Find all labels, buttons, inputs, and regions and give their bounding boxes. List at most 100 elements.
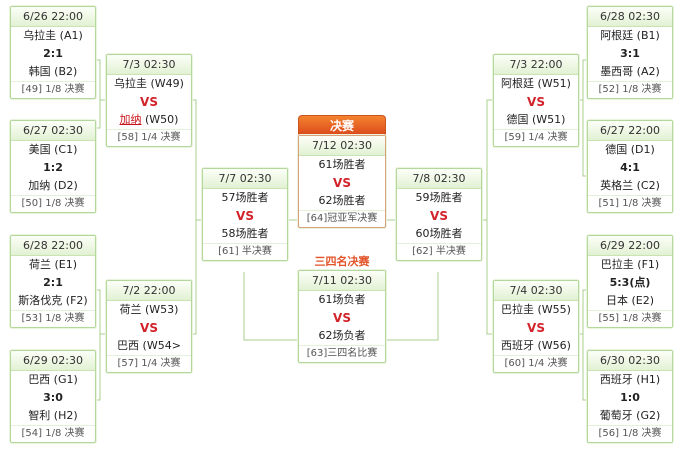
connector-line (582, 59, 587, 177)
team-2: 加纳 (D2) (28, 179, 78, 192)
team-1: 德国 (D1) (605, 143, 655, 156)
match-stage: [55] 1/8 决赛 (588, 310, 672, 327)
team-1: 荷兰 (W53) (119, 303, 179, 316)
team-2: 墨西哥 (A2) (600, 65, 660, 78)
match-date: 7/4 02:30 (494, 281, 578, 301)
match-card-63[interactable]: 7/11 02:30 61场负者 VS 62场负者 [63]三四名比赛 (298, 270, 386, 363)
connector-line (243, 272, 298, 341)
team-2: 葡萄牙 (G2) (599, 409, 661, 422)
match-date: 6/28 02:30 (588, 7, 672, 27)
team-1: 57场胜者 (221, 191, 269, 204)
match-card-54[interactable]: 6/29 02:30 巴西 (G1) 3:0 智利 (H2) [54] 1/8 … (10, 350, 96, 443)
connector-line (96, 59, 101, 129)
team-1: 61场胜者 (318, 158, 366, 171)
team-1: 阿根廷 (B1) (600, 29, 660, 42)
match-card-64[interactable]: 7/12 02:30 61场胜者 VS 62场胜者 [64]冠亚军决赛 (298, 135, 386, 228)
match-score: 5:3(点) (609, 276, 651, 289)
team-2: 60场胜者 (415, 227, 463, 240)
team-1: 乌拉圭 (A1) (23, 29, 83, 42)
match-score: 1:2 (43, 161, 63, 174)
team-2: 英格兰 (C2) (600, 179, 660, 192)
team-2: 62场胜者 (318, 194, 366, 207)
match-date: 7/11 02:30 (299, 271, 385, 291)
match-date: 7/12 02:30 (299, 136, 385, 156)
match-card-58[interactable]: 7/3 02:30 乌拉圭 (W49) VS 加纳 (W50) [58] 1/4… (106, 54, 192, 147)
match-stage: [50] 1/8 决赛 (11, 195, 95, 212)
match-card-53[interactable]: 6/28 22:00 荷兰 (E1) 2:1 斯洛伐克 (F2) [53] 1/… (10, 235, 96, 328)
match-card-49[interactable]: 6/26 22:00 乌拉圭 (A1) 2:1 韩国 (B2) [49] 1/8… (10, 6, 96, 99)
match-date: 7/2 22:00 (107, 281, 191, 301)
match-stage: [49] 1/8 决赛 (11, 81, 95, 98)
match-card-51[interactable]: 6/27 22:00 德国 (D1) 4:1 英格兰 (C2) [51] 1/8… (587, 120, 673, 213)
match-score: 2:1 (43, 47, 63, 60)
team-2: 德国 (W51) (506, 113, 566, 126)
third-place-label: 三四名决赛 (314, 255, 370, 268)
final-tab[interactable]: 决赛 (298, 115, 386, 136)
match-stage: [64]冠亚军决赛 (299, 210, 385, 227)
match-score: 3:1 (620, 47, 640, 60)
match-date: 7/7 02:30 (203, 169, 287, 189)
match-date: 7/8 02:30 (397, 169, 481, 189)
match-card-56[interactable]: 6/30 02:30 西班牙 (H1) 1:0 葡萄牙 (G2) [56] 1/… (587, 350, 673, 443)
match-card-62[interactable]: 7/8 02:30 59场胜者 VS 60场胜者 [62] 半决赛 (396, 168, 482, 261)
team-1: 巴西 (G1) (28, 373, 78, 386)
match-date: 7/3 22:00 (494, 55, 578, 75)
match-score: 1:0 (620, 391, 640, 404)
match-score: 3:0 (43, 391, 63, 404)
match-date: 6/30 02:30 (588, 351, 672, 371)
team-2: 58场胜者 (221, 227, 269, 240)
match-date: 6/27 22:00 (588, 121, 672, 141)
match-date: 6/27 02:30 (11, 121, 95, 141)
vs-label: VS (140, 95, 158, 109)
connector-line (486, 99, 493, 335)
connector-line (384, 272, 439, 341)
match-score: 4:1 (620, 161, 640, 174)
match-date: 6/29 22:00 (588, 236, 672, 256)
match-stage: [59] 1/4 决赛 (494, 129, 578, 146)
team-1: 美国 (C1) (28, 143, 78, 156)
match-stage: [57] 1/4 决赛 (107, 355, 191, 372)
match-card-61[interactable]: 7/7 02:30 57场胜者 VS 58场胜者 [61] 半决赛 (202, 168, 288, 261)
match-card-52[interactable]: 6/28 02:30 阿根廷 (B1) 3:1 墨西哥 (A2) [52] 1/… (587, 6, 673, 99)
match-stage: [53] 1/8 决赛 (11, 310, 95, 327)
match-stage: [58] 1/4 决赛 (107, 129, 191, 146)
match-stage: [52] 1/8 决赛 (588, 81, 672, 98)
match-date: 7/3 02:30 (107, 55, 191, 75)
vs-label: VS (333, 311, 351, 325)
match-date: 6/26 22:00 (11, 7, 95, 27)
match-stage: [56] 1/8 决赛 (588, 425, 672, 442)
team-2: 加纳 (W50) (107, 111, 191, 129)
team-2: 日本 (E2) (605, 294, 655, 307)
team-1: 巴拉圭 (W55) (501, 303, 571, 316)
team-2: 韩国 (B2) (28, 65, 78, 78)
match-card-60[interactable]: 7/4 02:30 巴拉圭 (W55) VS 西班牙 (W56) [60] 1/… (493, 280, 579, 373)
vs-label: VS (527, 321, 545, 335)
match-stage: [51] 1/8 决赛 (588, 195, 672, 212)
match-score: 2:1 (43, 276, 63, 289)
team-1: 荷兰 (E1) (28, 258, 78, 271)
team-2-link[interactable]: 加纳 (119, 113, 142, 126)
vs-label: VS (236, 209, 254, 223)
team-2: 西班牙 (W56) (501, 339, 571, 352)
connector-line (190, 99, 197, 335)
match-stage: [61] 半决赛 (203, 243, 287, 260)
match-card-57[interactable]: 7/2 22:00 荷兰 (W53) VS 巴西 (W54> [57] 1/4 … (106, 280, 192, 373)
match-date: 6/29 02:30 (11, 351, 95, 371)
team-1: 西班牙 (H1) (599, 373, 661, 386)
match-card-55[interactable]: 6/29 22:00 巴拉圭 (F1) 5:3(点) 日本 (E2) [55] … (587, 235, 673, 328)
team-2: 巴西 (W54> (117, 339, 181, 352)
vs-label: VS (527, 95, 545, 109)
team-1: 阿根廷 (W51) (501, 77, 571, 90)
match-stage: [60] 1/4 决赛 (494, 355, 578, 372)
connector-line (582, 289, 587, 401)
team-2: 斯洛伐克 (F2) (18, 294, 88, 307)
team-2-seed: (W50) (141, 113, 179, 126)
match-card-59[interactable]: 7/3 22:00 阿根廷 (W51) VS 德国 (W51) [59] 1/4… (493, 54, 579, 147)
match-stage: [62] 半决赛 (397, 243, 481, 260)
team-1: 61场负者 (318, 293, 366, 306)
vs-label: VS (430, 209, 448, 223)
match-card-50[interactable]: 6/27 02:30 美国 (C1) 1:2 加纳 (D2) [50] 1/8 … (10, 120, 96, 213)
vs-label: VS (333, 176, 351, 190)
team-2: 62场负者 (318, 329, 366, 342)
